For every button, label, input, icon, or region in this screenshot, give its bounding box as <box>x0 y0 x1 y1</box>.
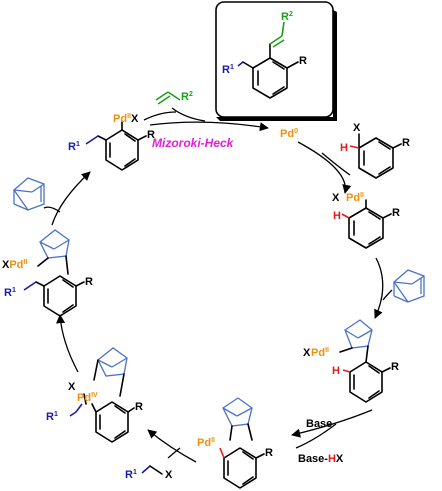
product-r-label: R <box>299 55 307 67</box>
palladacycle: PdII R <box>197 397 273 489</box>
oxidative-addition-arrow <box>297 141 352 194</box>
base-label: Base <box>306 418 332 430</box>
nbe-out-left <box>43 206 61 213</box>
left-complex-r1-label: R1 <box>4 287 16 299</box>
pd-iv-x-label: X <box>68 381 76 393</box>
to-heck-arrow <box>143 111 177 121</box>
alkyl-halide-in <box>167 447 181 459</box>
product-r2-label: R2 <box>281 11 293 23</box>
top-left-r1-label: R1 <box>68 141 80 153</box>
pd-iv-r1-label: R1 <box>46 411 58 423</box>
alkylation-arrow <box>147 429 197 463</box>
nbe-in-right <box>382 289 393 301</box>
aryl-halide-h-label: H <box>340 142 348 154</box>
aryl-halide: X H R <box>340 122 410 179</box>
aryl-halide-r-label: R <box>402 137 410 149</box>
pd0-label: Pd0 <box>280 128 298 140</box>
norbornene-reagent-left <box>13 177 45 211</box>
pd-iv-r-label: R <box>135 401 143 413</box>
aryl-halide-in <box>321 152 351 176</box>
palladacycle-pd-label: PdII <box>197 437 215 449</box>
nbe-complex-pd-label: PdII <box>311 347 329 359</box>
top-left-r-label: R <box>147 129 155 141</box>
aryl-halide-x-label: X <box>353 122 361 134</box>
left-complex-r-label: R <box>85 276 93 288</box>
base-hx-label: Base-HX <box>298 453 344 465</box>
aryl-pd-r-label: R <box>392 207 400 219</box>
alkene-r2-label: R2 <box>181 91 193 103</box>
aryl-pd-x-label: X <box>332 192 340 204</box>
alkyl-x-label: X <box>165 469 173 481</box>
alkene-reagent: R2 <box>155 91 193 105</box>
pd-iv-complex: X PdIV R1 R <box>46 347 143 443</box>
ch-activation-arrow <box>291 409 373 438</box>
alkyl-r1-label: R1 <box>125 469 137 481</box>
nbe-insertion-arrow <box>374 257 384 319</box>
palladacycle-r-label: R <box>265 447 273 459</box>
reductive-elimination-arrow <box>56 314 79 373</box>
norbornene-reagent-right <box>393 269 425 303</box>
top-left-pd-label: PdIIX <box>113 113 139 125</box>
nbe-inserted-complex: X PdII H R <box>303 319 399 403</box>
product-labels: R1 R R2 <box>222 11 307 76</box>
nbe-extrusion-arrow <box>51 171 91 226</box>
nbe-complex-h-label: H <box>332 365 340 377</box>
aryl-pd-h-label: H <box>333 210 341 222</box>
alkyl-halide-reagent: R1 X <box>125 465 173 481</box>
product-r1-label: R1 <box>222 64 234 76</box>
nbe-complex-r-label: R <box>391 361 399 373</box>
left-complex-x-label: XPdII <box>2 259 27 271</box>
product-box <box>215 1 334 118</box>
heck-arrow <box>149 121 269 132</box>
aryl-pd-complex: X PdII H R <box>332 192 400 249</box>
pd-iv-pd-label: PdIV <box>77 392 98 404</box>
base-out <box>295 423 337 449</box>
aryl-pd-pd-label: PdII <box>346 192 364 204</box>
ortho-alkyl-aryl-pd: PdIIX R1 R <box>68 113 155 171</box>
product-molecule <box>215 1 337 121</box>
ortho-alkylated-complex: XPdII R1 R <box>2 229 93 317</box>
heck-label: Mizoroki-Heck <box>152 136 235 150</box>
nbe-complex-x-label: X <box>303 347 311 359</box>
heck-alkene-in <box>171 107 206 122</box>
